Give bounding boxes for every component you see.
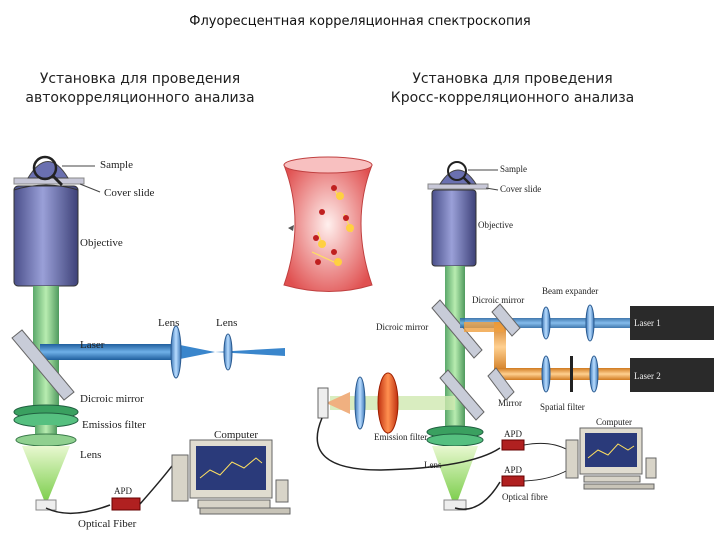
right-dichroic-mirror-2 bbox=[439, 369, 485, 421]
beam-expander-lens-2 bbox=[585, 304, 595, 342]
right-label-mirror: Mirror bbox=[498, 398, 522, 408]
left-lens-1 bbox=[170, 325, 182, 379]
right-dichroic-mirror-small bbox=[491, 303, 521, 337]
left-label-lens-3: Lens bbox=[80, 449, 101, 461]
molecule-5 bbox=[331, 249, 337, 255]
left-sample-magnifier-icon bbox=[32, 155, 58, 181]
left-label-objective: Objective bbox=[80, 237, 123, 249]
left-label-cover-slide: Cover slide bbox=[104, 187, 155, 199]
left-lens-3 bbox=[15, 433, 77, 447]
right-detector-port bbox=[317, 387, 329, 419]
laser-2-box bbox=[630, 358, 714, 392]
left-label-lens-1: Lens bbox=[158, 317, 179, 329]
right-focus-cone bbox=[432, 446, 478, 500]
right-label-apd-2: APD bbox=[504, 465, 523, 475]
focal-volume-shape bbox=[283, 157, 373, 292]
right-sample-dome bbox=[439, 169, 477, 185]
molecule-6 bbox=[315, 259, 321, 265]
right-sample-magnifier-icon bbox=[447, 161, 467, 181]
right-label-spatial-filter: Spatial filter bbox=[540, 402, 585, 412]
laser-2-beam bbox=[494, 368, 630, 380]
right-label-sample: Sample bbox=[500, 164, 527, 174]
right-heading-line-2: Кросс-корреляционного анализа bbox=[390, 90, 635, 106]
right-computer-icon bbox=[565, 427, 657, 490]
molecule-4 bbox=[313, 235, 319, 241]
right-emission-filter-red bbox=[377, 372, 399, 434]
beam-expander-lens-1 bbox=[541, 306, 551, 340]
right-emission-lens bbox=[354, 376, 366, 430]
left-apd-box bbox=[111, 497, 141, 511]
left-heading-line-2: автокорреляционного анализа bbox=[25, 90, 255, 106]
left-lens-2 bbox=[223, 333, 233, 371]
left-optical-fiber bbox=[45, 504, 111, 515]
right-optical-fibre-1 bbox=[316, 417, 501, 471]
right-label-apd-1: APD bbox=[504, 429, 523, 439]
right-label-lens: Lens bbox=[424, 460, 442, 470]
right-label-dichroic-mirror-1: Dicroic mirror bbox=[472, 295, 524, 305]
laser-1-box bbox=[630, 306, 714, 340]
left-heading-line-1: Установка для проведения bbox=[39, 71, 241, 87]
left-label-lens-2: Lens bbox=[216, 317, 237, 329]
left-label-optical-fiber: Optical Fiber bbox=[78, 518, 137, 530]
left-label-laser: Laser bbox=[80, 339, 105, 351]
right-label-laser-1: Laser 1 bbox=[634, 318, 661, 328]
right-dichroic-mirror-1 bbox=[431, 299, 483, 359]
left-computer-icon bbox=[171, 439, 291, 515]
molecule-1 bbox=[331, 185, 337, 191]
right-heading-line-1: Установка для проведения bbox=[412, 71, 613, 87]
left-dichroic-mirror bbox=[11, 329, 75, 401]
left-label-computer: Computer bbox=[214, 429, 258, 441]
spatial-filter-lens-2 bbox=[589, 355, 599, 393]
molecule-2 bbox=[319, 209, 325, 215]
right-label-laser-2: Laser 2 bbox=[634, 371, 661, 381]
focal-volume-illustration bbox=[283, 156, 373, 292]
right-cover-slide bbox=[427, 183, 489, 190]
right-optical-fibre-2 bbox=[454, 481, 501, 510]
right-label-emission-filter: Emission filter bbox=[374, 432, 427, 442]
right-label-computer: Computer bbox=[596, 417, 632, 427]
molecule-3 bbox=[343, 215, 349, 221]
page-title: Флуоресцентная корреляционная спектроско… bbox=[189, 14, 531, 29]
spatial-filter-lens-1 bbox=[541, 355, 551, 393]
spatial-filter-pinhole bbox=[570, 356, 573, 392]
right-label-optical-fibre: Optical fibre bbox=[502, 492, 548, 502]
right-label-cover-slide: Cover slide bbox=[500, 184, 541, 194]
right-setup bbox=[316, 161, 714, 511]
left-setup bbox=[11, 155, 291, 515]
left-sample-dome bbox=[27, 161, 69, 179]
left-label-sample: Sample bbox=[100, 159, 133, 171]
left-laser-beam bbox=[40, 344, 175, 360]
right-apd-1-box bbox=[501, 439, 525, 451]
left-label-dichroic-mirror: Dicroic mirror bbox=[80, 393, 144, 405]
left-label-emission-filter: Emissios filter bbox=[82, 419, 146, 431]
left-focus-cone bbox=[22, 446, 70, 500]
right-label-dichroic-mirror-2: Dicroic mirror bbox=[376, 322, 428, 332]
left-heading: Установка для проведения автокорреляцион… bbox=[10, 70, 270, 108]
right-heading: Установка для проведения Кросс-корреляци… bbox=[375, 70, 650, 108]
right-label-objective: Objective bbox=[478, 220, 513, 230]
left-objective bbox=[13, 185, 79, 287]
right-mirror bbox=[487, 367, 515, 401]
left-label-apd: APD bbox=[114, 486, 133, 496]
right-objective bbox=[431, 189, 477, 267]
right-apd-2-box bbox=[501, 475, 525, 487]
right-label-beam-expander: Beam expander bbox=[542, 286, 598, 296]
